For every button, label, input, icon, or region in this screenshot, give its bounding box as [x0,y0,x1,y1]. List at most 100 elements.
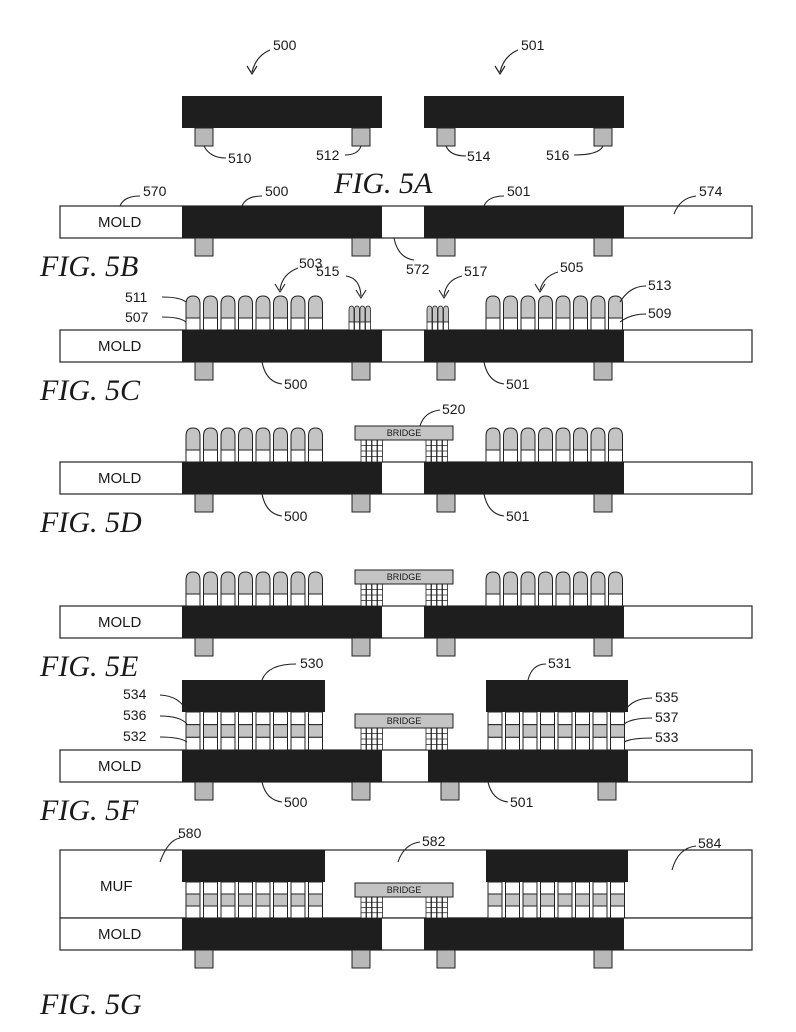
pillar [573,317,588,331]
upper-pillar [505,711,520,726]
pillar [220,449,236,463]
solder-joint [610,893,625,907]
die-501 [424,462,624,494]
upper-pillar [592,881,608,895]
pad [351,949,371,969]
upper-pillar [557,881,573,895]
upper-pillar [220,881,236,895]
pad [351,781,371,801]
leader-501 [483,493,505,517]
leader-535 [623,697,653,713]
ref-517: 517 [464,263,488,279]
pillar [590,317,606,331]
leader-507 [161,316,187,323]
upper-pillar [575,711,590,726]
pad [593,361,613,381]
lower-pillar [487,736,503,751]
fine-pillar [354,321,360,331]
leader-515 [345,275,362,297]
lower-pillar [540,905,555,919]
ref-514: 514 [467,148,491,164]
solder-bump [573,427,588,451]
pad [194,493,214,513]
solder-bump [220,571,236,595]
solder-bump [290,427,306,451]
upper-pillar [575,881,590,895]
solder-bump [608,427,623,451]
solder-bump [185,427,201,451]
solder-bump [555,571,571,595]
solder-bump [503,295,518,319]
upper-pillar [203,711,218,726]
die-501 [424,918,624,950]
mold-label: MOLD [98,926,142,943]
lower-pillar [185,736,201,751]
pillar [185,449,201,463]
solder-bump [220,295,236,319]
leader-572 [393,237,415,261]
ref-501: 501 [506,376,530,392]
upper-pillar [522,711,538,726]
pillar [555,317,571,331]
die-530 [182,850,325,882]
solder-joint [290,893,306,907]
solder-bump [255,427,271,451]
pad [194,237,214,257]
leader-500 [261,361,283,385]
fig-5b: MOLD 570 500 501 574 572 FIG. 5B [39,183,753,283]
pillar [255,317,271,331]
die-501 [424,96,624,128]
leader-570 [119,195,141,207]
solder-bump [573,571,588,595]
fig-label-5e: FIG. 5E [39,650,138,683]
pillar [485,317,501,331]
solder-joint [203,893,218,907]
solder-bump [203,295,218,319]
lower-pillar [255,905,271,919]
ref-501: 501 [510,794,534,810]
die-501 [424,606,624,638]
die-500 [182,206,382,238]
solder-joint [557,724,573,738]
upper-pillar [592,711,608,726]
mold-label: MOLD [98,338,142,355]
pillar-bumps [485,427,623,463]
fine-bump [348,305,355,323]
bridge [354,569,454,585]
lower-pillar [522,736,538,751]
fig-label-5d: FIG. 5D [39,506,142,539]
pillar [555,449,571,463]
fine-pitch-bumps [360,896,383,919]
interconnect-stack-left [185,881,323,919]
leader-534 [159,694,188,713]
pillar [220,317,236,331]
die-501 [424,206,624,238]
fine-bump [359,305,366,323]
pad [351,637,371,657]
solder-bump [485,427,501,451]
lower-pillar [203,905,218,919]
leader-500 [241,195,263,207]
die-500 [182,462,382,494]
pad [436,237,456,257]
ref-505: 505 [560,259,584,275]
die-500 [182,750,382,782]
solder-joint [238,724,253,738]
solder-joint [575,893,590,907]
fine-pillar [437,321,444,331]
solder-bump [555,295,571,319]
solder-bump [590,571,606,595]
die-501 [424,330,624,362]
leader-501 [487,781,509,803]
upper-pillar [522,881,538,895]
pillar-bumps-505 [485,295,623,331]
leader-532 [159,736,188,743]
lower-pillar [592,905,608,919]
ref-501: 501 [521,37,545,53]
pillar [203,317,218,331]
solder-bump [520,295,536,319]
solder-bump [203,571,218,595]
solder-bump [238,295,253,319]
solder-joint [505,893,520,907]
upper-pillar [238,711,253,726]
